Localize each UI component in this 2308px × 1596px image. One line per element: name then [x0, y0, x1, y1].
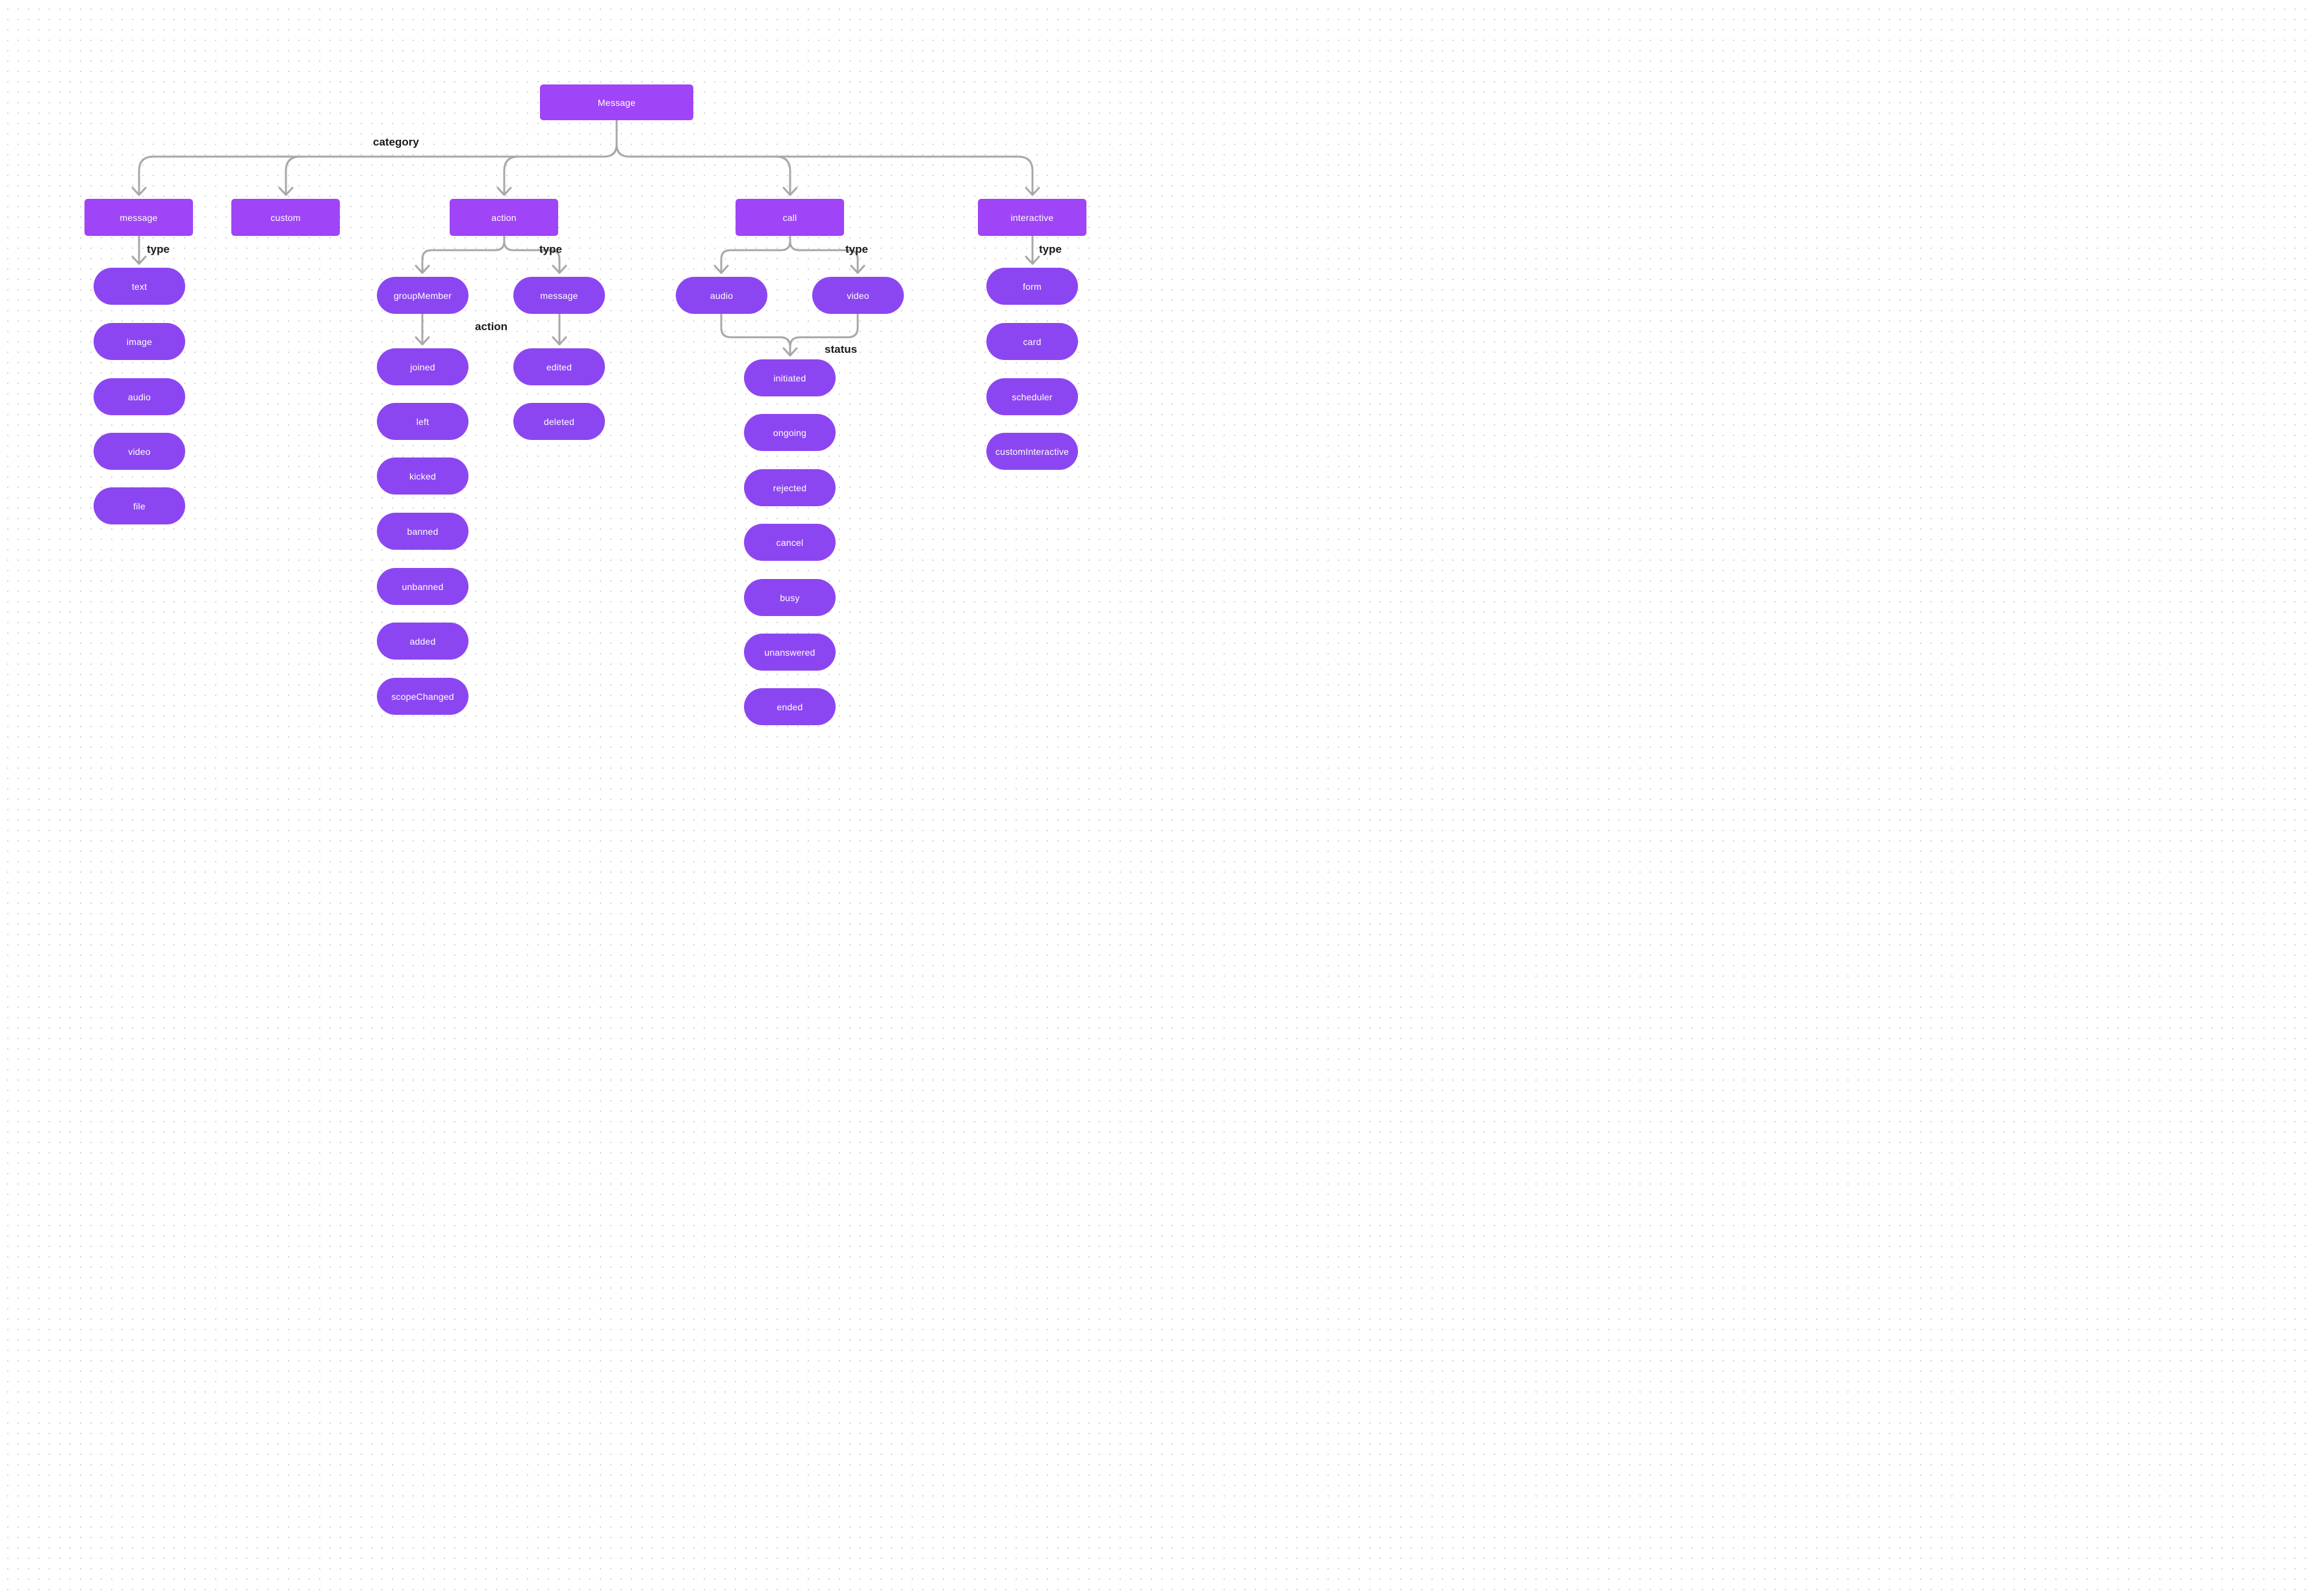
node-branch-audio[interactable]: audio — [676, 277, 767, 314]
edge-label-type-interactive: type — [1039, 243, 1062, 255]
edge-label-status: status — [825, 343, 858, 355]
arrowhead — [415, 264, 430, 274]
node-leaf-audio[interactable]: audio — [94, 378, 185, 415]
node-leaf-ongoing[interactable]: ongoing — [744, 414, 836, 451]
node-leaf-custominteractive[interactable]: customInteractive — [986, 433, 1078, 470]
node-leaf-added[interactable]: added — [377, 623, 468, 660]
edge-bus-to-custom — [285, 155, 301, 195]
arrowhead — [1025, 255, 1040, 265]
node-category-interactive[interactable]: interactive — [978, 199, 1086, 236]
node-category-custom[interactable]: custom — [231, 199, 340, 236]
diagram-canvas: Message category type type type type act… — [0, 0, 1154, 798]
edge-label-type-call: type — [845, 243, 868, 255]
node-root-message[interactable]: Message — [540, 84, 693, 120]
node-leaf-banned[interactable]: banned — [377, 513, 468, 550]
arrowhead — [782, 187, 798, 196]
arrowhead — [552, 264, 567, 274]
node-leaf-card[interactable]: card — [986, 323, 1078, 360]
node-leaf-cancel[interactable]: cancel — [744, 524, 836, 561]
node-category-call[interactable]: call — [736, 199, 844, 236]
node-leaf-busy[interactable]: busy — [744, 579, 836, 616]
node-leaf-left[interactable]: left — [377, 403, 468, 440]
edge-bus-to-call — [775, 155, 791, 195]
node-leaf-joined[interactable]: joined — [377, 348, 468, 385]
edge-bus-to-action — [503, 155, 520, 195]
arrowhead — [131, 187, 147, 196]
node-leaf-edited[interactable]: edited — [513, 348, 605, 385]
edge-root-to-message — [138, 119, 618, 195]
arrowhead — [415, 336, 430, 346]
arrowhead — [1025, 187, 1040, 196]
arrowhead — [713, 264, 729, 274]
node-category-action[interactable]: action — [450, 199, 558, 236]
arrowhead — [552, 336, 567, 346]
node-leaf-initiated[interactable]: initiated — [744, 359, 836, 396]
node-branch-groupmember[interactable]: groupMember — [377, 277, 468, 314]
edge-action-to-groupmember — [421, 235, 506, 273]
node-leaf-scheduler[interactable]: scheduler — [986, 378, 1078, 415]
node-leaf-unbanned[interactable]: unbanned — [377, 568, 468, 605]
edge-label-category: category — [373, 136, 419, 148]
node-leaf-video[interactable]: video — [94, 433, 185, 470]
node-leaf-ended[interactable]: ended — [744, 688, 836, 725]
arrowhead — [496, 187, 512, 196]
arrowhead — [131, 255, 147, 265]
node-leaf-kicked[interactable]: kicked — [377, 457, 468, 495]
arrowhead — [278, 187, 294, 196]
node-leaf-deleted[interactable]: deleted — [513, 403, 605, 440]
arrowhead — [850, 264, 866, 274]
node-leaf-rejected[interactable]: rejected — [744, 469, 836, 506]
edge-label-type-action: type — [539, 243, 562, 255]
node-leaf-scopechanged[interactable]: scopeChanged — [377, 678, 468, 715]
node-leaf-form[interactable]: form — [986, 268, 1078, 305]
node-category-message[interactable]: message — [84, 199, 193, 236]
edge-label-action: action — [475, 320, 508, 333]
edge-label-type-message: type — [147, 243, 170, 255]
node-leaf-file[interactable]: file — [94, 487, 185, 524]
node-branch-message[interactable]: message — [513, 277, 605, 314]
arrowhead — [782, 347, 798, 357]
edge-call-to-audio — [720, 235, 791, 273]
node-leaf-text[interactable]: text — [94, 268, 185, 305]
edge-root-to-interactive — [615, 119, 1034, 195]
node-leaf-unanswered[interactable]: unanswered — [744, 634, 836, 671]
edge-audio-to-status — [720, 313, 791, 355]
node-branch-video[interactable]: video — [812, 277, 904, 314]
node-leaf-image[interactable]: image — [94, 323, 185, 360]
